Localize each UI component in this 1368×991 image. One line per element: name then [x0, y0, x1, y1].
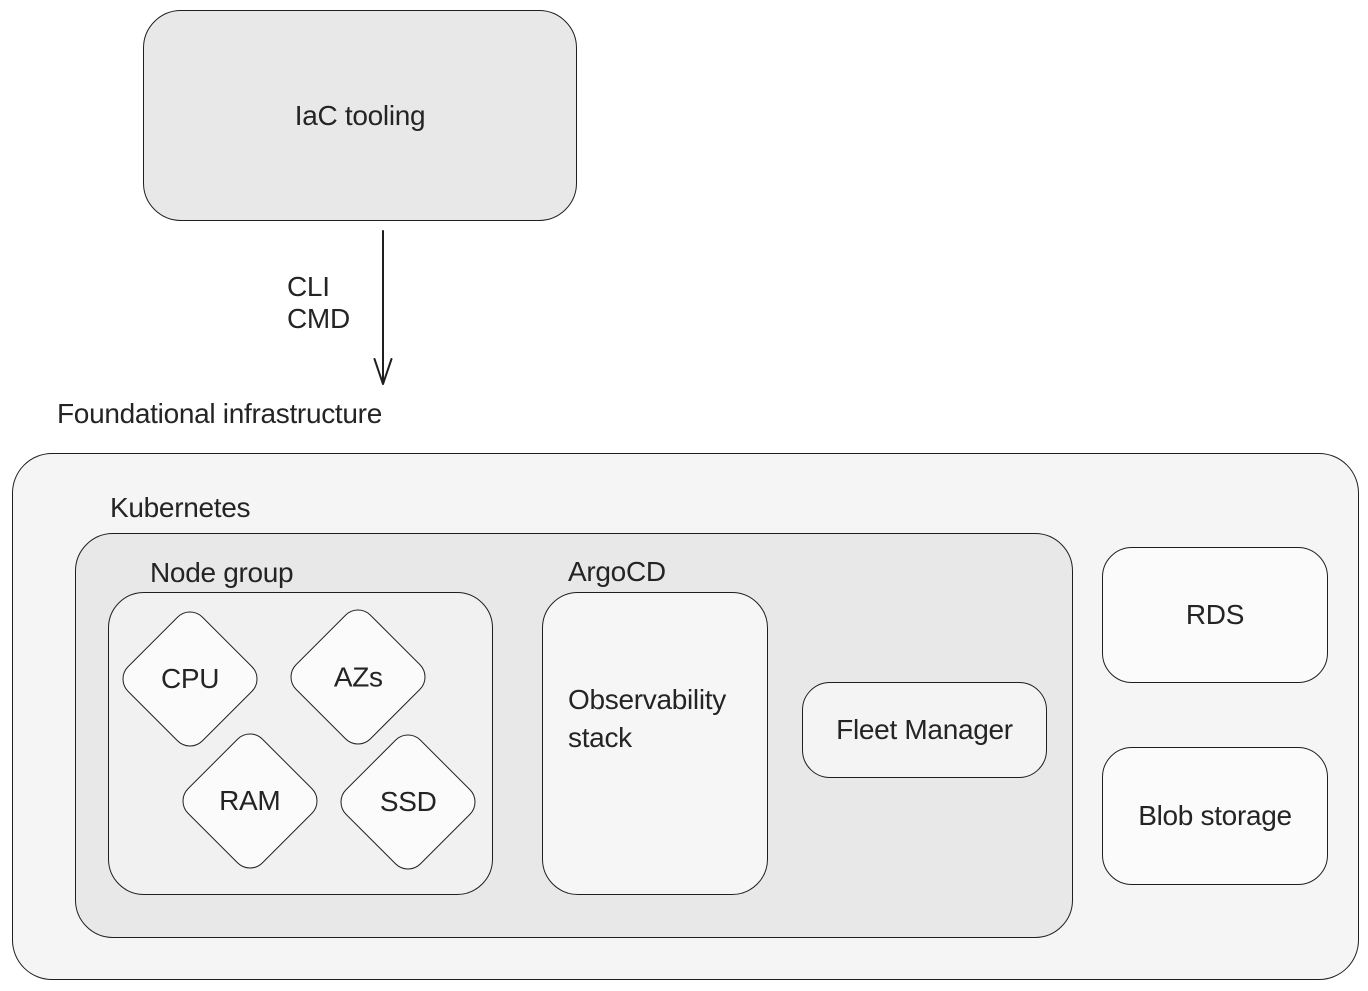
diamond-azs-label: AZs	[333, 660, 383, 692]
arrow-head	[373, 358, 393, 385]
fleet-manager-label: Fleet Manager	[836, 714, 1013, 745]
argocd-label: ArgoCD	[568, 556, 666, 587]
kubernetes-label: Kubernetes	[110, 492, 251, 523]
foundational-infrastructure-label: Foundational infrastructure	[57, 398, 382, 429]
observability-stack-label: Observability stack	[568, 683, 726, 753]
rds-node: RDS	[1102, 547, 1328, 683]
observability-stack-node: Observability stack	[542, 592, 768, 895]
diamond-ram-label: RAM	[219, 784, 281, 816]
blob-storage-node: Blob storage	[1102, 747, 1328, 885]
arrow-label-cli: CLI	[287, 271, 330, 302]
arrow-label: CLI CMD	[287, 271, 350, 335]
arrow-label-cmd: CMD	[287, 303, 350, 334]
iac-tooling-node: IaC tooling	[143, 10, 577, 221]
diamond-cpu-label: CPU	[160, 663, 220, 694]
iac-tooling-label: IaC tooling	[294, 99, 426, 131]
fleet-manager-node: Fleet Manager	[802, 682, 1047, 778]
diamond-ssd-label: SSD	[379, 786, 437, 817]
blob-storage-label: Blob storage	[1138, 800, 1292, 831]
rds-label: RDS	[1185, 599, 1245, 630]
node-group-label: Node group	[150, 557, 294, 588]
cli-cmd-arrow	[373, 230, 393, 385]
